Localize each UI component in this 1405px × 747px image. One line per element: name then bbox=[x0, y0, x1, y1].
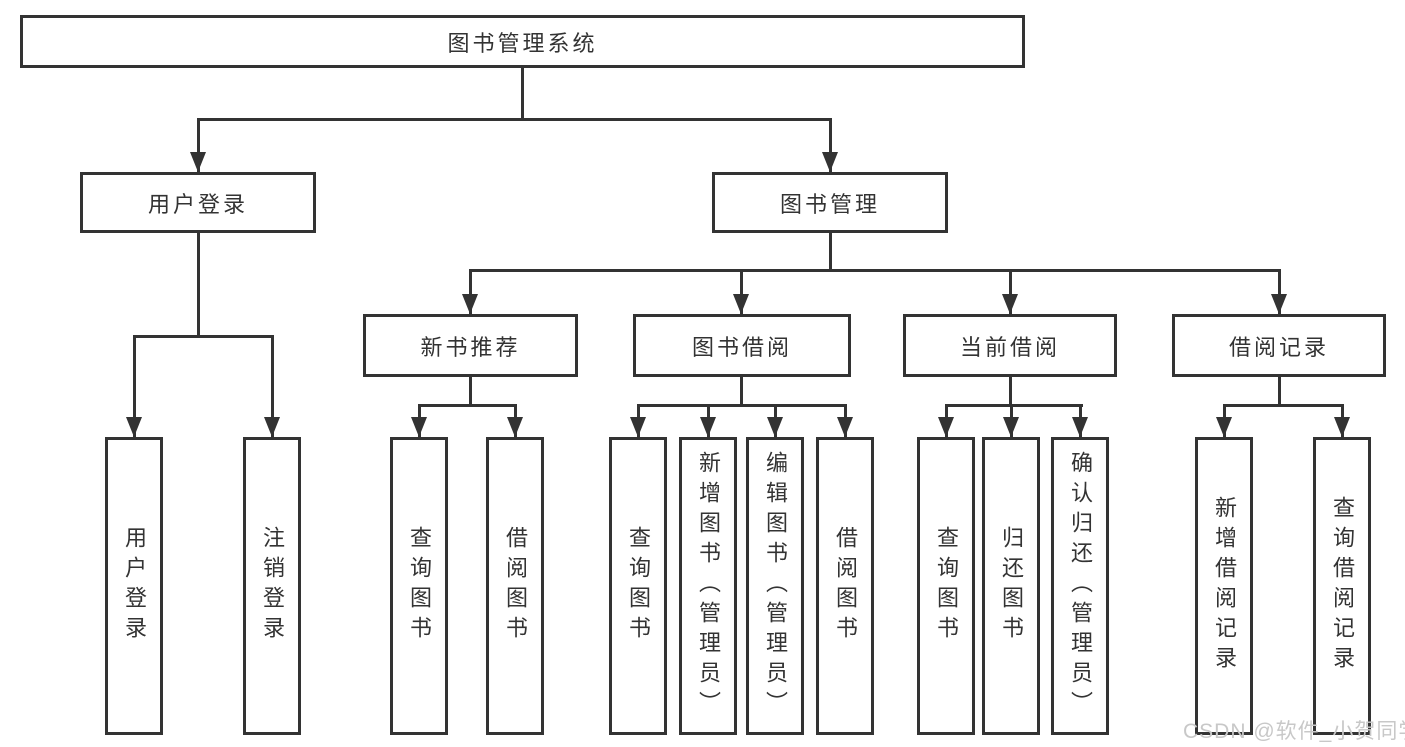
leaf-return-book: 归还图书 bbox=[982, 437, 1040, 735]
leaf-borrow-books-borrow: 借阅图书 bbox=[816, 437, 874, 735]
node-user-login: 用户登录 bbox=[80, 172, 316, 233]
leaf-label: 新增图书（管理员） bbox=[696, 451, 721, 721]
leaf-user-login: 用户登录 bbox=[105, 437, 163, 735]
connector-arrow bbox=[938, 404, 954, 437]
csdn-watermark: CSDN @软件_小贺同学 bbox=[1183, 720, 1405, 743]
leaf-query-books-newbook: 查询图书 bbox=[390, 437, 448, 735]
node-label: 用户登录 bbox=[147, 191, 248, 217]
node-book-borrow: 图书借阅 bbox=[633, 314, 851, 377]
leaf-label: 查询借阅记录 bbox=[1330, 496, 1355, 676]
leaf-label: 用户登录 bbox=[122, 526, 147, 646]
node-label: 新书推荐 bbox=[420, 334, 521, 360]
node-label: 图书管理 bbox=[779, 191, 880, 217]
leaf-label: 借阅图书 bbox=[833, 526, 858, 646]
connector-arrow bbox=[1216, 404, 1232, 437]
leaf-add-borrow-record: 新增借阅记录 bbox=[1195, 437, 1253, 735]
leaf-label: 注销登录 bbox=[260, 526, 285, 646]
node-label: 图书借阅 bbox=[691, 334, 792, 360]
node-label: 当前借阅 bbox=[959, 334, 1060, 360]
connector-arrow bbox=[1271, 269, 1287, 314]
node-borrow-records: 借阅记录 bbox=[1172, 314, 1386, 377]
connector-arrow bbox=[190, 118, 206, 172]
connector-arrow bbox=[1072, 404, 1088, 437]
leaf-query-books-borrow: 查询图书 bbox=[609, 437, 667, 735]
leaf-borrow-books-newbook: 借阅图书 bbox=[486, 437, 544, 735]
node-current-borrow: 当前借阅 bbox=[903, 314, 1117, 377]
leaf-label: 确认归还（管理员） bbox=[1068, 451, 1093, 721]
leaf-edit-book-admin: 编辑图书（管理员） bbox=[746, 437, 804, 735]
node-book-management: 图书管理 bbox=[712, 172, 948, 233]
connector-arrow bbox=[264, 335, 280, 437]
connector-bar bbox=[132, 335, 274, 338]
connector-arrow bbox=[837, 404, 853, 437]
node-new-book-recommend: 新书推荐 bbox=[363, 314, 578, 377]
leaf-label: 借阅图书 bbox=[503, 526, 528, 646]
connector-arrow bbox=[767, 404, 783, 437]
connector-bar bbox=[1222, 404, 1344, 407]
connector-arrow bbox=[733, 269, 749, 314]
connector-bar bbox=[944, 404, 1083, 407]
leaf-query-borrow-record: 查询借阅记录 bbox=[1313, 437, 1371, 735]
leaf-label: 归还图书 bbox=[999, 526, 1024, 646]
leaf-query-books-current: 查询图书 bbox=[917, 437, 975, 735]
connector-stem bbox=[521, 68, 524, 120]
leaf-logout: 注销登录 bbox=[243, 437, 301, 735]
connector-arrow bbox=[126, 335, 142, 437]
connector-stem bbox=[1277, 377, 1281, 406]
connector-stem bbox=[1008, 377, 1012, 406]
connector-stem bbox=[196, 233, 200, 338]
node-label: 图书管理系统 bbox=[447, 30, 598, 56]
leaf-label: 查询图书 bbox=[626, 526, 651, 646]
connector-bar bbox=[468, 269, 1280, 272]
connector-bar bbox=[196, 118, 832, 121]
connector-arrow bbox=[1003, 404, 1019, 437]
leaf-label: 查询图书 bbox=[407, 526, 432, 646]
connector-arrow bbox=[507, 404, 523, 437]
connector-bar bbox=[636, 404, 847, 407]
connector-stem bbox=[740, 377, 743, 406]
connector-arrow bbox=[1334, 404, 1350, 437]
connector-arrow bbox=[462, 269, 478, 314]
connector-arrow bbox=[700, 404, 716, 437]
leaf-label: 查询图书 bbox=[934, 526, 959, 646]
node-library-system: 图书管理系统 bbox=[20, 15, 1025, 68]
leaf-add-book-admin: 新增图书（管理员） bbox=[679, 437, 737, 735]
connector-stem bbox=[469, 377, 472, 406]
connector-arrow bbox=[630, 404, 646, 437]
node-label: 借阅记录 bbox=[1228, 334, 1329, 360]
leaf-confirm-return-admin: 确认归还（管理员） bbox=[1051, 437, 1109, 735]
connector-arrow bbox=[411, 404, 427, 437]
connector-stem bbox=[828, 233, 832, 272]
connector-bar bbox=[417, 404, 517, 407]
connector-arrow bbox=[822, 118, 838, 172]
connector-arrow bbox=[1002, 269, 1018, 314]
leaf-label: 编辑图书（管理员） bbox=[763, 451, 788, 721]
leaf-label: 新增借阅记录 bbox=[1212, 496, 1237, 676]
